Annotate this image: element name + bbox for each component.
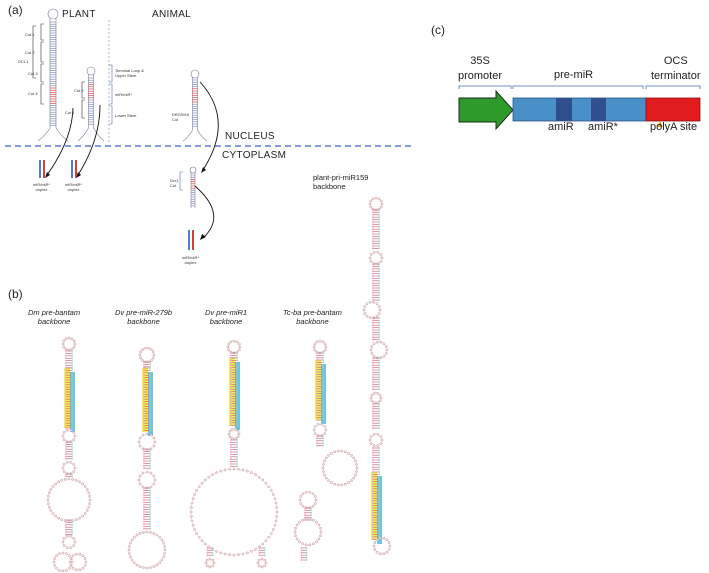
duplex-animal [188, 230, 194, 250]
animal-region-brackets [109, 64, 183, 191]
nucleus-label: NUCLEUS [225, 131, 275, 142]
promoter-label: 35S promoter [458, 55, 503, 82]
cut-label-1: Cut 1 [25, 32, 35, 37]
cut-label-3: Cut 3 [28, 71, 38, 76]
terminator-box [645, 97, 701, 122]
caption-dm-pre-bantam: Dm pre-bantam backbone [28, 308, 81, 326]
structure-dv-pre-mir1 [189, 339, 279, 569]
duplex-label-1: miR/miR* duplex [33, 182, 50, 192]
lower-stem-label: Lower Stem [115, 113, 137, 118]
processing-arrows [46, 81, 219, 239]
plant-hairpin-small [77, 66, 105, 142]
caption-plant-pri-mir159: plant-pri-miR159 backbone [313, 173, 369, 191]
caption-tc-ba-pre-bantam: Tc-ba pre-bantam backbone [283, 308, 342, 326]
polya-label: polyA site [650, 121, 698, 133]
cytoplasm-label: CYTOPLASM [222, 150, 287, 161]
structure-tc-ba-pre-bantam [293, 339, 359, 561]
amir-label: amiR [548, 121, 574, 133]
plant-title: PLANT [62, 9, 96, 20]
drosha-label: DROSHA Cut [172, 112, 190, 122]
panel-a-label: (a) [8, 3, 23, 17]
plant-hairpin-large [37, 8, 69, 142]
duplex-label-2: miR/miR* duplex [65, 182, 82, 192]
amir-star-box [591, 98, 606, 121]
panel-b-label: (b) [8, 287, 23, 301]
structure-dm-pre-bantam [46, 336, 92, 573]
terminator-label: OCS terminator [651, 55, 701, 82]
arrow-heads [45, 167, 206, 240]
duplex-label-3: miR/miR* duplex [182, 255, 199, 265]
animal-title: ANIMAL [152, 9, 192, 20]
cut-label-6: Cut 1 [65, 110, 75, 115]
dicer-label: Dcr1 Cut [170, 178, 179, 188]
cut-label-5: Cut 2 [74, 88, 84, 93]
terminal-loop-label: Terminal Loop & Upper Stem [115, 68, 144, 78]
amir-box [556, 98, 572, 121]
cut-label-4: Cut 4 [28, 91, 38, 96]
amir-star-label: amiR* [588, 121, 618, 133]
polya-marker-icon [657, 121, 663, 127]
animal-pre-mirna [189, 166, 197, 208]
construct-brackets [458, 85, 701, 89]
caption-dv-pre-mir-279b: Dv pre-miR-279b backbone [115, 308, 173, 326]
cut-label-2: Cut 2 [25, 50, 35, 55]
structure-plant-pri-mir159 [362, 196, 392, 556]
structure-dv-pre-mir-279b [127, 346, 167, 570]
mir-region-label: miR/miR* [115, 92, 132, 97]
duplex-plant-1 [39, 160, 45, 178]
duplex-plant-2 [71, 160, 77, 178]
panel-c-label: (c) [431, 23, 445, 37]
promoter-arrow [458, 89, 514, 131]
dcl1-label: DCL1 [18, 59, 29, 64]
animal-pri-hairpin [182, 69, 208, 142]
caption-dv-pre-mir1: Dv pre-miR1 backbone [205, 308, 248, 326]
plant-cut-brackets [32, 23, 85, 119]
premir-label: pre-miR [554, 69, 594, 81]
